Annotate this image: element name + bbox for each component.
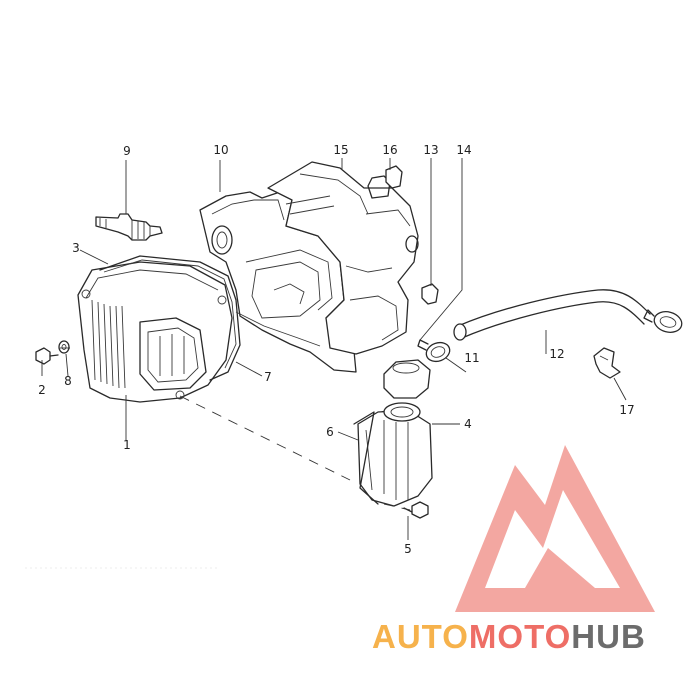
automotohub-wordmark: AUTOMOTOHUB (372, 618, 646, 655)
spark-plug (95, 213, 163, 241)
hose-clamp-11 (417, 339, 451, 363)
callout-15: 15 (333, 143, 348, 157)
hose-bracket-17 (593, 347, 621, 379)
cover-gasket (99, 255, 241, 381)
callout-14: 14 (456, 143, 471, 157)
callout-8: 8 (64, 374, 72, 388)
callout-numbers: 1 2 3 4 5 6 7 8 9 10 11 12 13 14 15 16 1… (38, 143, 634, 556)
cylinder-shroud (199, 191, 357, 373)
breather-cap (383, 359, 431, 399)
breather-hose (453, 289, 683, 341)
callout-2: 2 (38, 383, 46, 397)
wordmark-auto: AUTO (372, 618, 469, 655)
callout-11: 11 (464, 351, 479, 365)
clip-16 (385, 165, 403, 189)
callout-6: 6 (326, 425, 334, 439)
callout-17: 17 (619, 403, 634, 417)
washer-8 (58, 340, 70, 354)
callout-9: 9 (123, 144, 131, 158)
callout-13: 13 (423, 143, 438, 157)
callout-12: 12 (549, 347, 564, 361)
breather-filter (357, 402, 433, 507)
wordmark-moto: MOTO (469, 618, 571, 655)
clip-13 (421, 283, 439, 305)
assembly-axis-lines (60, 347, 411, 511)
wordmark-hub: HUB (571, 618, 646, 655)
callout-4: 4 (464, 417, 472, 431)
callout-16: 16 (382, 143, 397, 157)
bolt-2 (35, 347, 59, 365)
callout-10: 10 (213, 143, 228, 157)
screw-5 (403, 501, 429, 519)
automotohub-logo (455, 445, 655, 612)
air-box-housing (267, 161, 419, 355)
leader-lines (41, 158, 627, 540)
breather-gasket-6 (353, 411, 379, 505)
callout-5: 5 (404, 542, 412, 556)
callout-7: 7 (264, 370, 272, 384)
valve-cover (77, 261, 233, 403)
callout-1: 1 (123, 438, 131, 452)
svg-text:AUTOMOTOHUB: AUTOMOTOHUB (372, 618, 646, 655)
callout-3: 3 (72, 241, 80, 255)
